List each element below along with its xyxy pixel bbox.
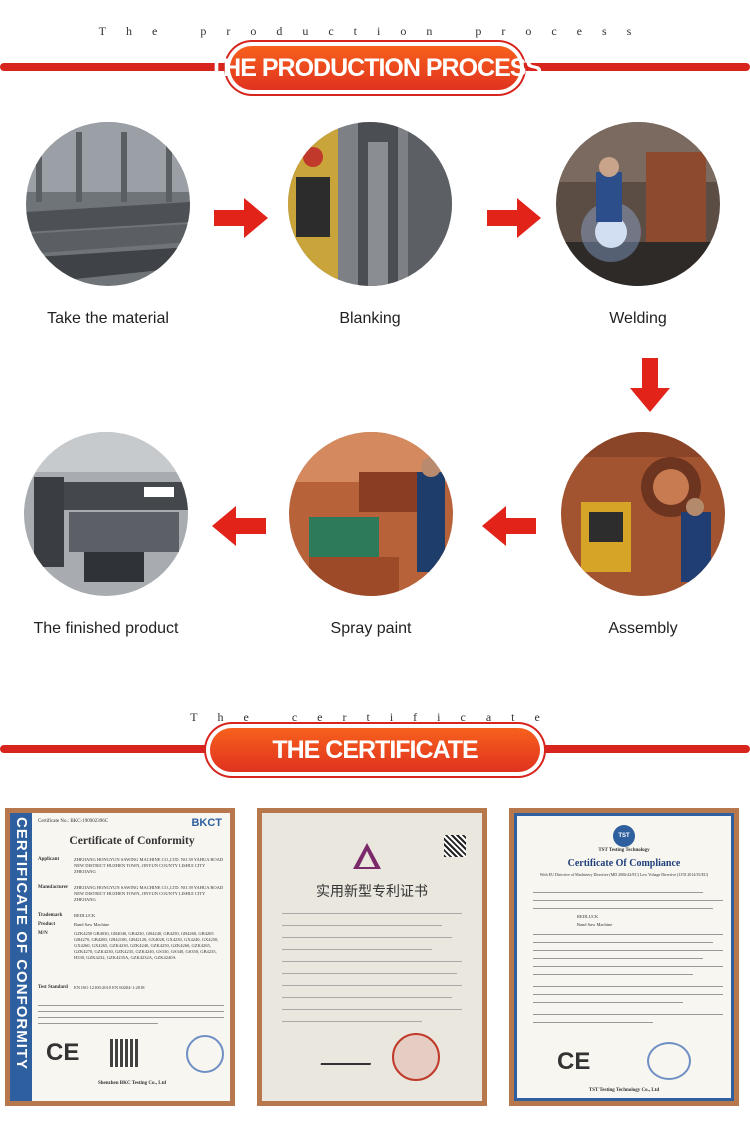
certificate-of-compliance: TST TST Testing Technology Certificate O… — [509, 808, 739, 1106]
certificate-side-band: CERTIFICATE OF CONFORMITY — [10, 813, 32, 1101]
tst-brand: TST Testing Technology — [598, 848, 650, 853]
brand-value: REDLUCK — [577, 914, 599, 919]
compliance-subtitle: With EU Directive of Machinery Directive… — [539, 872, 709, 877]
step-photo-assembly — [561, 432, 725, 596]
step-label: Take the material — [47, 310, 169, 327]
step-spray-paint: Spray paint — [271, 432, 471, 638]
tst-logo: TST — [517, 824, 731, 847]
arrow-right-icon — [214, 198, 268, 238]
arrow-down-icon — [630, 358, 670, 412]
certificate-footer: Shenzhen BKC Testing Co., Ltd — [97, 1081, 167, 1086]
qr-code-icon — [110, 1039, 138, 1067]
arrow-right-icon — [487, 198, 541, 238]
official-seal-icon — [392, 1033, 440, 1081]
production-banner: THE PRODUCTION PROCESS — [209, 46, 542, 90]
utility-patent-certificate: 实用新型专利证书 — [257, 808, 487, 1106]
patent-emblem-icon — [347, 843, 387, 873]
manufacturer-value: ZHEJIANG HONGYUN SAWING MACHINE CO.,LTD.… — [74, 885, 224, 902]
mn-label: M/N — [38, 931, 48, 936]
certificate-of-conformity: CERTIFICATE OF CONFORMITY Certificate No… — [5, 808, 235, 1106]
patent-title: 实用新型专利证书 — [316, 884, 428, 900]
applicant-label: Applicant — [38, 857, 60, 862]
seal-icon — [186, 1035, 224, 1073]
product-value: Band Saw Machine — [74, 922, 110, 927]
step-photo-spray — [289, 432, 453, 596]
standard-value: EN ISO 12100:2010 EN 60204-1:2018 — [74, 985, 145, 990]
trademark-value: REDLUCK — [74, 913, 96, 918]
standard-label: Test Standard — [38, 985, 68, 990]
certificate-banner-title: THE CERTIFICATE — [272, 735, 478, 764]
mn-value: GZK4250 GB4030, GB4040, GB4230, GB4240, … — [74, 931, 219, 960]
step-finished-product: The finished product — [6, 432, 206, 638]
step-blanking: Blanking — [270, 122, 470, 328]
ce-mark: CE — [557, 1048, 591, 1075]
step-assembly: Assembly — [543, 432, 743, 638]
step-photo-warehouse — [26, 122, 190, 286]
seal-icon — [647, 1042, 691, 1080]
certificate-banner: THE CERTIFICATE — [210, 728, 540, 772]
production-banner-title: THE PRODUCTION PROCESS — [208, 53, 542, 82]
step-label: Spray paint — [330, 620, 412, 637]
arrow-left-icon — [482, 506, 536, 546]
trademark-label: Trademark — [38, 913, 63, 918]
qr-code-icon — [444, 835, 466, 857]
compliance-footer: TST Testing Technology Co., Ltd — [588, 1088, 660, 1093]
certificate-title: Certificate of Conformity — [69, 835, 195, 847]
certificate-number: Certificate No.: BKC-190902396C — [38, 819, 109, 824]
step-label: Welding — [609, 310, 667, 327]
certificate-side-text: CERTIFICATE OF CONFORMITY — [13, 817, 30, 1071]
step-photo-welding — [556, 122, 720, 286]
product-label: Product — [38, 922, 56, 927]
product-value: Band Saw Machine — [577, 922, 613, 927]
arrow-left-icon — [212, 506, 266, 546]
production-banner-rule — [0, 63, 750, 71]
applicant-value: ZHEJIANG HONGYUN SAWING MACHINE CO.,LTD.… — [74, 857, 224, 874]
step-label: Assembly — [608, 620, 678, 637]
bkct-logo: BKCT — [191, 817, 222, 829]
certificate-caption: The certificate — [190, 710, 560, 724]
step-welding: Welding — [538, 122, 738, 328]
tst-logo-text: TST — [613, 825, 635, 847]
step-take-material: Take the material — [8, 122, 208, 328]
step-label: The finished product — [33, 620, 179, 637]
ce-mark: CE — [46, 1039, 80, 1066]
step-photo-finished — [24, 432, 188, 596]
manufacturer-label: Manufacturer — [38, 885, 69, 890]
step-label: Blanking — [339, 310, 401, 327]
production-caption: The production process — [98, 24, 652, 38]
step-photo-blanking — [288, 122, 452, 286]
signature-mark — [320, 1049, 374, 1065]
compliance-title: Certificate Of Compliance — [567, 858, 681, 869]
certificate-banner-rule — [0, 745, 750, 753]
